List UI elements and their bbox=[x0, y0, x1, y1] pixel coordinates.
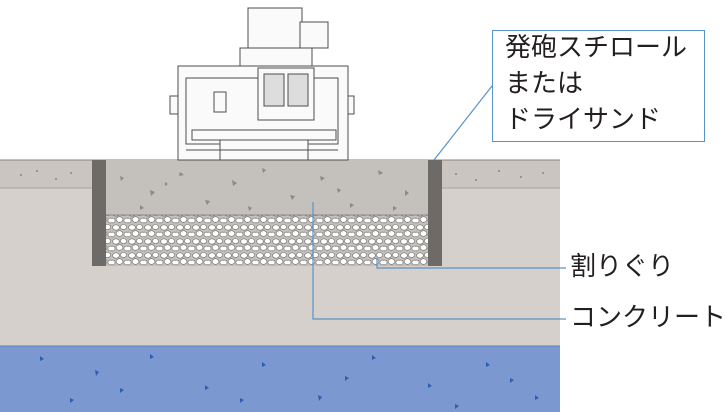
right-isolation-wall bbox=[428, 160, 442, 266]
groundwater-particles bbox=[40, 354, 539, 409]
machine-tool-icon bbox=[169, 7, 355, 161]
fill-material-label-line2: または bbox=[505, 69, 584, 99]
groundwater-layer bbox=[0, 346, 560, 412]
leader-fill-material bbox=[433, 85, 493, 161]
leader-crushed-stone bbox=[376, 258, 566, 269]
concrete-label: コンクリート bbox=[570, 303, 726, 333]
crushed-stone-layer bbox=[106, 215, 428, 266]
crushed-stone-label: 割りぐり bbox=[570, 252, 675, 282]
fill-material-label-line3: ドライサンド bbox=[505, 105, 662, 135]
concrete-aggregate bbox=[120, 168, 409, 211]
leader-concrete bbox=[312, 202, 566, 320]
fill-material-callout: 発砲スチロール または ドライサンド bbox=[492, 30, 705, 142]
left-isolation-wall bbox=[92, 160, 106, 266]
soil-speckles bbox=[20, 170, 544, 181]
fill-material-label-line1: 発砲スチロール bbox=[505, 33, 688, 63]
